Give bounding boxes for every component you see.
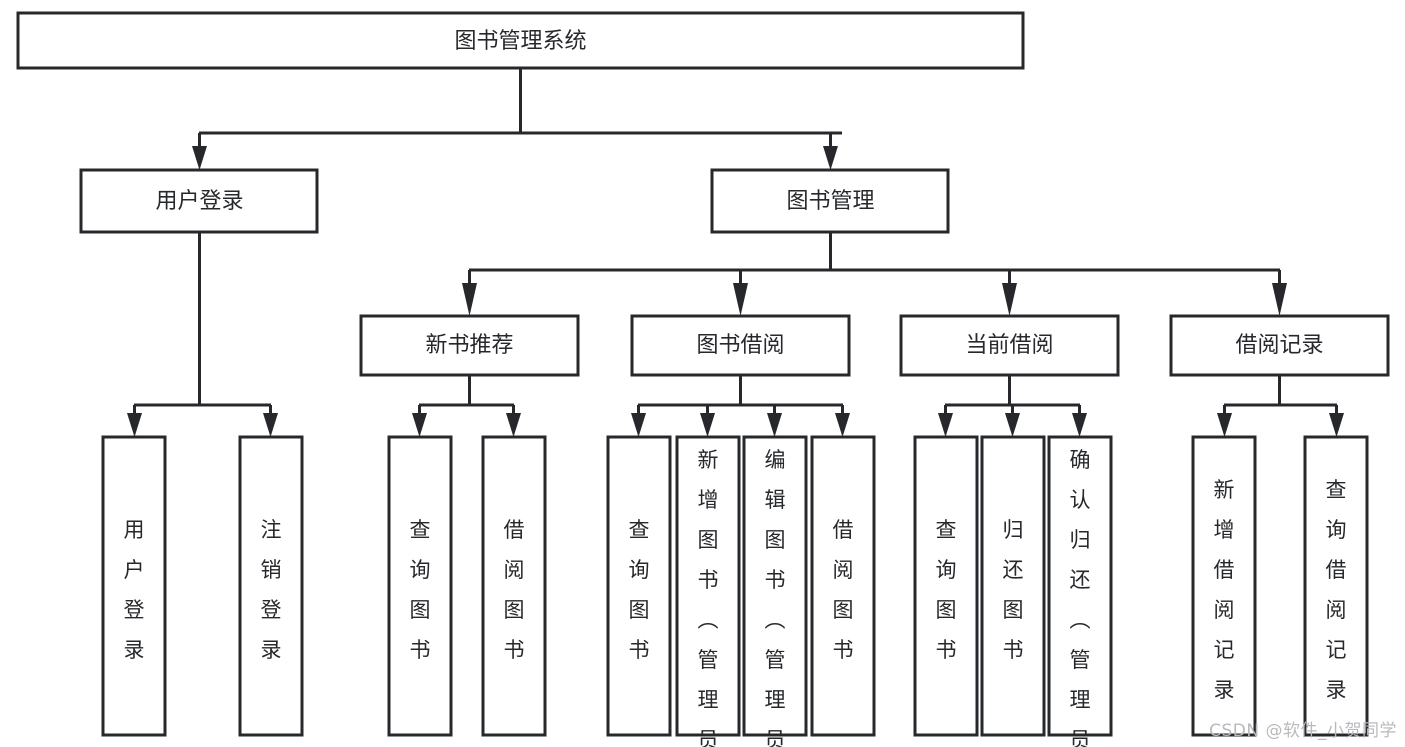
arrow-head-leaf-return-book	[1005, 413, 1020, 437]
leaf-borrow-book-2[interactable]: 借阅图书	[810, 435, 876, 737]
arrow-head-borrow-record	[1272, 283, 1287, 316]
connector-group-borrow-record	[1217, 375, 1344, 437]
arrow-head-leaf-query-record	[1329, 413, 1344, 437]
leaf-query-book-2-label: 查询图书	[629, 518, 650, 662]
arrow-head-current-borrow	[1002, 283, 1017, 316]
node-book-borrow[interactable]: 图书借阅	[630, 314, 851, 377]
arrow-head-leaf-borrow-book-1	[506, 413, 521, 437]
leaf-add-book-box[interactable]	[675, 435, 741, 737]
leaf-add-record-label: 新增借阅记录	[1214, 478, 1235, 702]
leaf-add-book[interactable]: 新增图书︵管理员︶	[675, 435, 741, 747]
arrow-head-new-book-recommend	[462, 283, 477, 316]
leaf-return-book[interactable]: 归还图书	[980, 435, 1046, 737]
arrow-head-leaf-add-book	[700, 413, 715, 437]
node-root[interactable]: 图书管理系统	[16, 11, 1025, 70]
leaf-query-book-3-box[interactable]	[913, 435, 979, 737]
arrow-head-leaf-query-book-2	[631, 413, 646, 437]
leaf-edit-book[interactable]: 编辑图书︵管理员︶	[742, 435, 808, 747]
connector-group-root	[192, 68, 842, 170]
leaf-add-record-box[interactable]	[1191, 435, 1257, 737]
node-new-book-recommend-box[interactable]	[359, 314, 580, 377]
leaf-confirm-return-box[interactable]	[1047, 435, 1113, 737]
connector-group-user-login	[127, 232, 278, 437]
leaf-borrow-book-2-box[interactable]	[810, 435, 876, 737]
leaf-user-logout-box[interactable]	[238, 435, 304, 737]
leaf-borrow-book-1[interactable]: 借阅图书	[481, 435, 547, 737]
leaf-add-record[interactable]: 新增借阅记录	[1191, 435, 1257, 737]
leaf-confirm-return-label: 确认归还︵管理员︶	[1070, 448, 1091, 747]
arrow-head-leaf-borrow-book-2	[835, 413, 850, 437]
arrow-head-leaf-user-login	[127, 413, 142, 437]
leaf-query-record-label: 查询借阅记录	[1326, 478, 1347, 702]
node-book-management-label: 图书管理	[786, 189, 874, 214]
leaf-user-login-label: 用户登录	[124, 518, 145, 662]
node-user-login-label: 用户登录	[155, 189, 243, 214]
node-current-borrow[interactable]: 当前借阅	[899, 314, 1120, 377]
node-book-borrow-box[interactable]	[630, 314, 851, 377]
leaf-borrow-book-1-label: 借阅图书	[504, 518, 525, 662]
leaf-query-book-3-label: 查询图书	[936, 518, 957, 662]
node-book-management[interactable]: 图书管理	[710, 168, 950, 234]
arrow-head-leaf-confirm-return	[1072, 413, 1087, 437]
node-current-borrow-label: 当前借阅	[965, 333, 1053, 358]
leaf-query-book-3[interactable]: 查询图书	[913, 435, 979, 737]
arrow-head-book-borrow	[733, 283, 748, 316]
node-root-box[interactable]	[16, 11, 1025, 70]
node-new-book-recommend[interactable]: 新书推荐	[359, 314, 580, 377]
node-borrow-record-label: 借阅记录	[1235, 333, 1323, 358]
connector-group-book-management	[462, 232, 1287, 316]
leaf-borrow-book-2-label: 借阅图书	[833, 518, 854, 662]
leaf-user-logout-label: 注销登录	[261, 518, 282, 662]
node-new-book-recommend-label: 新书推荐	[425, 333, 513, 358]
leaf-query-book-1[interactable]: 查询图书	[387, 435, 453, 737]
leaf-query-book-2-box[interactable]	[606, 435, 672, 737]
arrow-head-leaf-user-logout	[263, 413, 278, 437]
arrow-head-leaf-edit-book	[767, 413, 782, 437]
leaf-return-book-label: 归还图书	[1003, 518, 1024, 662]
arrow-head-leaf-query-book-1	[412, 413, 427, 437]
node-book-management-box[interactable]	[710, 168, 950, 234]
leaf-edit-book-label: 编辑图书︵管理员︶	[765, 448, 786, 747]
leaf-query-book-1-label: 查询图书	[410, 518, 431, 662]
leaf-confirm-return[interactable]: 确认归还︵管理员︶	[1047, 435, 1113, 747]
arrow-head-leaf-query-book-3	[938, 413, 953, 437]
node-borrow-record-box[interactable]	[1169, 314, 1390, 377]
node-user-login-box[interactable]	[79, 168, 319, 234]
arrow-head-book-management	[823, 146, 838, 170]
leaf-edit-book-box[interactable]	[742, 435, 808, 737]
leaf-user-login-box[interactable]	[101, 435, 167, 737]
leaf-query-book-1-box[interactable]	[387, 435, 453, 737]
node-root-label: 图书管理系统	[454, 29, 586, 54]
connector-group-current-borrow	[938, 375, 1087, 437]
node-user-login[interactable]: 用户登录	[79, 168, 319, 234]
node-book-borrow-label: 图书借阅	[696, 333, 784, 358]
leaf-add-book-label: 新增图书︵管理员︶	[698, 448, 719, 747]
connector-group-book-borrow	[631, 375, 850, 437]
leaf-user-logout[interactable]: 注销登录	[238, 435, 304, 737]
leaf-user-login[interactable]: 用户登录	[101, 435, 167, 737]
node-borrow-record[interactable]: 借阅记录	[1169, 314, 1390, 377]
connector-group-new-book-recommend	[412, 375, 521, 437]
leaf-return-book-box[interactable]	[980, 435, 1046, 737]
leaf-borrow-book-1-box[interactable]	[481, 435, 547, 737]
node-current-borrow-box[interactable]	[899, 314, 1120, 377]
arrow-head-user-login	[192, 146, 207, 170]
leaf-query-record-box[interactable]	[1303, 435, 1369, 737]
leaf-query-book-2[interactable]: 查询图书	[606, 435, 672, 737]
leaf-query-record[interactable]: 查询借阅记录	[1303, 435, 1369, 737]
arrow-head-leaf-add-record	[1217, 413, 1232, 437]
